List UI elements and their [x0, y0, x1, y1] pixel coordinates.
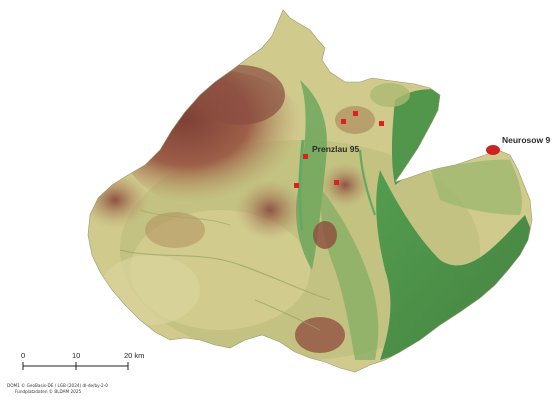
label-prenzlau-95: Prenzlau 95 — [312, 144, 360, 154]
credit-line-dem: DOM1 © GeoBasis-DE / LGB (2024) dl-de/by… — [7, 383, 108, 388]
site-marker-prenzlau-95[interactable] — [303, 154, 308, 159]
site-marker-site-b[interactable] — [353, 111, 358, 116]
site-marker-site-e[interactable] — [294, 183, 299, 188]
credit-line-sites: Fundplatzdaten © BLDAM 2025 — [15, 389, 82, 394]
site-marker-site-c[interactable] — [379, 121, 384, 126]
scale-tick-10: 10 — [72, 351, 80, 360]
region-outline — [87, 9, 533, 373]
site-marker-neurosow-9[interactable] — [486, 145, 500, 155]
scale-tick-0: 0 — [21, 351, 25, 360]
scale-bar: 0 10 20 km — [21, 351, 144, 370]
label-neurosow-9: Neurosow 9 — [502, 135, 550, 145]
site-marker-site-d[interactable] — [334, 180, 339, 185]
site-marker-site-a[interactable] — [341, 119, 346, 124]
scale-tick-20km: 20 km — [124, 351, 144, 360]
